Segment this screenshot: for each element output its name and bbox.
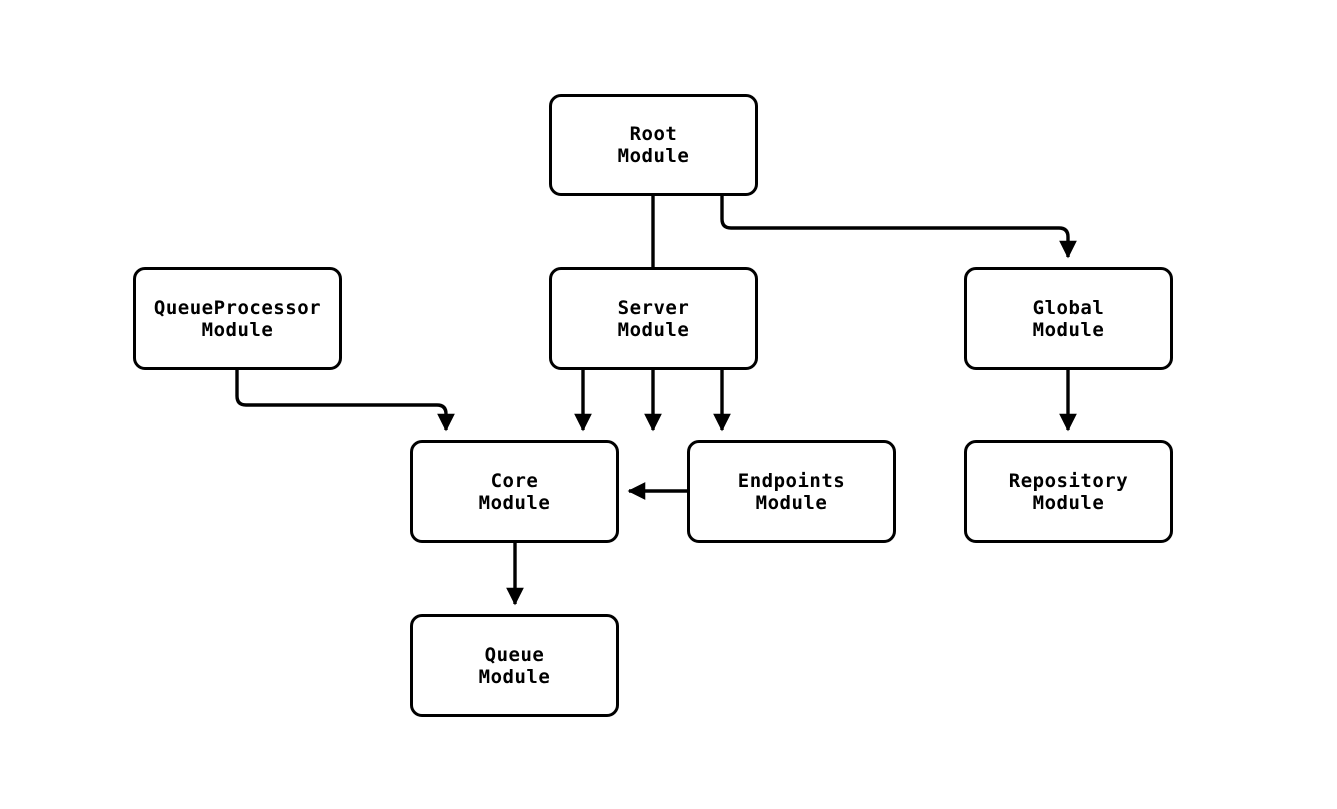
node-core-module-label: Core Module [478,469,551,514]
node-repository-module-label: Repository Module [1008,469,1129,514]
node-server-module[interactable]: Server Module [549,267,758,370]
node-endpoints-module-label: Endpoints Module [737,469,846,514]
node-endpoints-module[interactable]: Endpoints Module [687,440,896,543]
edge-queueprocessor-to-core [235,370,455,432]
node-queueprocessor-module[interactable]: QueueProcessor Module [133,267,342,370]
node-global-module-label: Global Module [1032,296,1105,341]
node-global-module[interactable]: Global Module [964,267,1173,370]
edge-root-to-global [720,196,1077,259]
node-core-module[interactable]: Core Module [410,440,619,543]
node-root-module[interactable]: Root Module [549,94,758,196]
node-queueprocessor-module-label: QueueProcessor Module [153,296,322,341]
node-root-module-label: Root Module [617,123,690,167]
node-queue-module[interactable]: Queue Module [410,614,619,717]
node-queue-module-label: Queue Module [478,643,551,688]
node-server-module-label: Server Module [617,296,690,341]
node-repository-module[interactable]: Repository Module [964,440,1173,543]
